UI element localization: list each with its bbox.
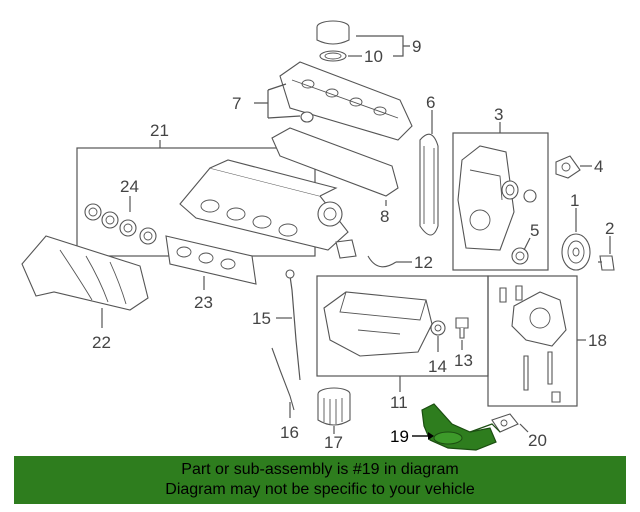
part-crank-pulley[interactable] [561, 233, 591, 271]
part-exhaust-gasket[interactable] [165, 235, 257, 285]
callout-label-18[interactable]: 18 [588, 331, 607, 350]
part-oil-pan[interactable] [323, 291, 433, 357]
callout-label-1[interactable]: 1 [570, 191, 579, 210]
callout-label-13[interactable]: 13 [454, 351, 473, 370]
part-oil-pump[interactable] [499, 285, 567, 403]
part-oil-filler-cap[interactable] [316, 20, 350, 62]
callout-label-14[interactable]: 14 [428, 357, 447, 376]
callout-label-9[interactable]: 9 [412, 37, 421, 56]
callout-label-6[interactable]: 6 [426, 93, 435, 112]
callout-label-4[interactable]: 4 [594, 157, 603, 176]
part-seal-5[interactable] [501, 180, 537, 265]
part-drain-washer-14[interactable] [430, 320, 446, 336]
callout-label-3[interactable]: 3 [494, 105, 503, 124]
part-timing-chain[interactable] [419, 133, 439, 236]
callout-label-2[interactable]: 2 [605, 219, 614, 238]
leader-7 [254, 83, 301, 119]
callout-label-7[interactable]: 7 [232, 94, 241, 113]
callout-label-11[interactable]: 11 [390, 393, 408, 412]
part-tensioner[interactable] [555, 155, 581, 179]
part-throttle-gasket[interactable] [335, 239, 357, 259]
callout-label-16[interactable]: 16 [280, 423, 299, 442]
callout-label-10[interactable]: 10 [364, 47, 383, 66]
part-dipstick[interactable] [289, 275, 301, 381]
callout-label-21[interactable]: 21 [150, 121, 169, 140]
part-timing-cover[interactable] [457, 145, 515, 251]
part-drain-bolt-13[interactable] [455, 317, 469, 339]
part-dipstick-tube[interactable] [271, 347, 295, 411]
callout-label-15[interactable]: 15 [252, 309, 271, 328]
leader-5 [523, 237, 531, 251]
part-valve-cover-gasket[interactable] [271, 127, 399, 197]
info-banner: Part or sub-assembly is #19 in diagram D… [14, 456, 626, 504]
callout-label-12[interactable]: 12 [414, 253, 433, 272]
part-oil-strainer-highlighted[interactable] [421, 403, 501, 451]
leader-20 [519, 423, 529, 433]
callout-label-5[interactable]: 5 [530, 221, 539, 240]
banner-line-part-info: Part or sub-assembly is #19 in diagram [181, 461, 459, 478]
exploded-parts-diagram: 1 2 3 4 5 6 7 8 9 10 11 12 13 14 15 16 1… [21, 20, 615, 452]
part-intake-gaskets[interactable] [84, 203, 157, 245]
callout-label-23[interactable]: 23 [194, 293, 213, 312]
callout-label-19[interactable]: 19 [390, 427, 409, 446]
part-seal-12[interactable] [367, 255, 397, 268]
part-intake-manifold[interactable] [179, 159, 349, 251]
banner-line-disclaimer: Diagram may not be specific to your vehi… [165, 481, 475, 498]
part-oil-filter[interactable] [317, 387, 351, 426]
callout-label-17[interactable]: 17 [324, 433, 343, 452]
callout-label-24[interactable]: 24 [120, 177, 139, 196]
leader-9 [356, 35, 410, 57]
part-pulley-bolt[interactable] [598, 255, 615, 271]
leader-19-arrow [428, 432, 434, 440]
part-pickup-gasket[interactable] [491, 413, 519, 433]
part-valve-cover[interactable] [279, 61, 413, 141]
group-box-18 [487, 275, 578, 407]
callout-label-8[interactable]: 8 [380, 207, 389, 226]
part-exhaust-manifold[interactable] [21, 235, 149, 311]
callout-label-20[interactable]: 20 [528, 431, 547, 450]
callout-label-22[interactable]: 22 [92, 333, 111, 352]
